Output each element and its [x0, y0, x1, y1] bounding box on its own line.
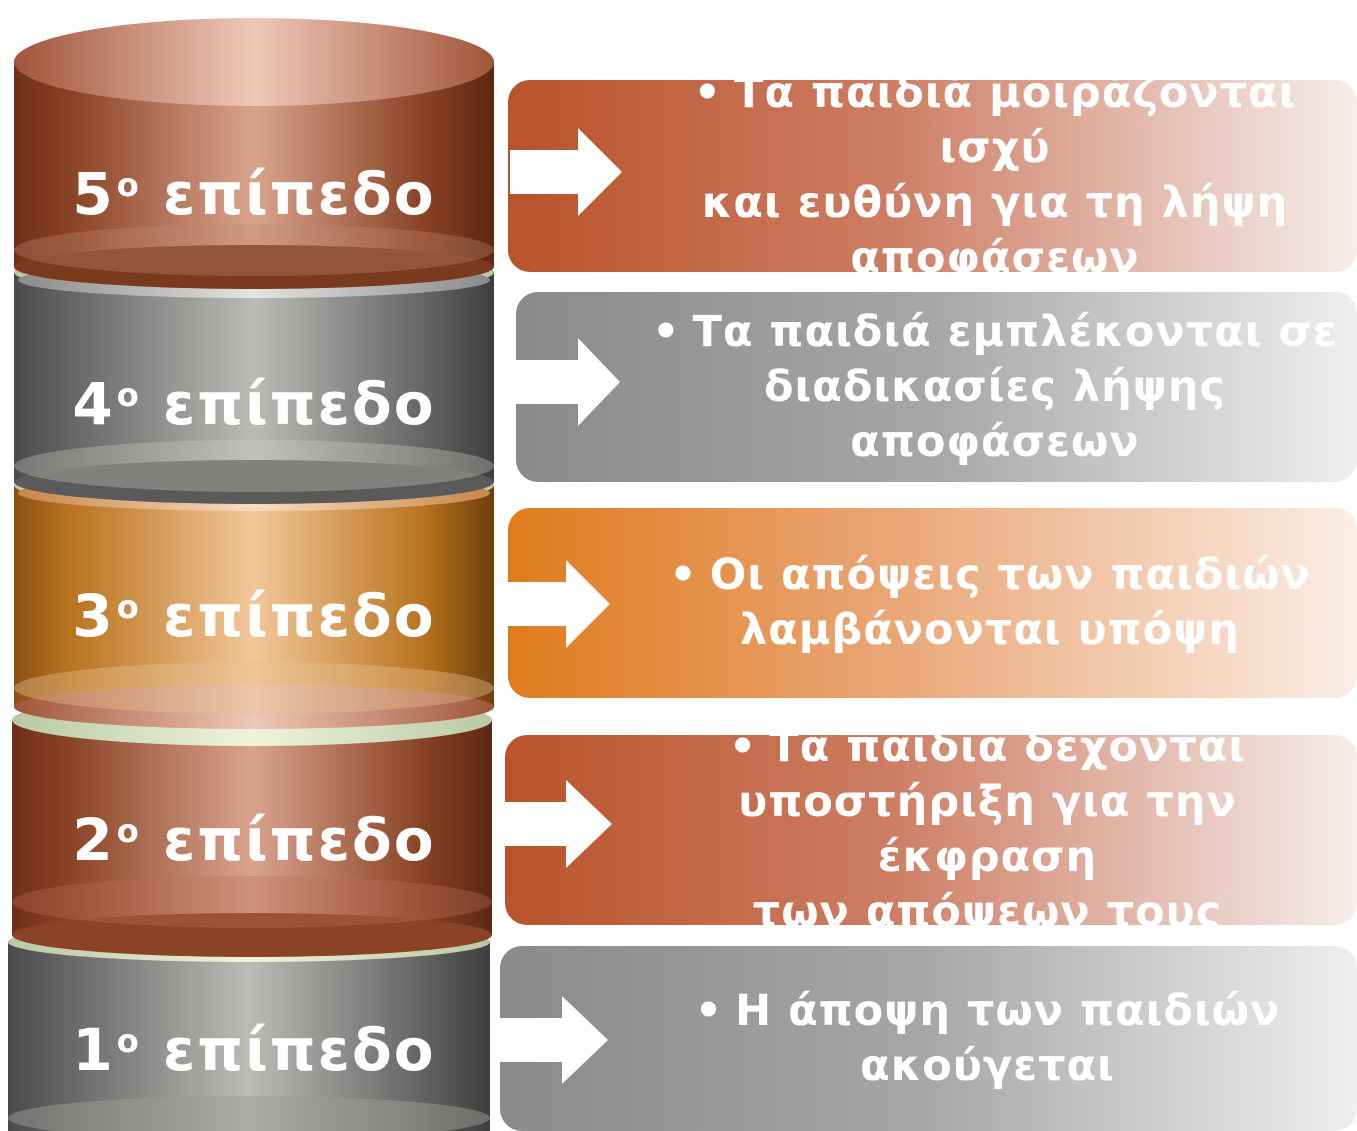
level-4-number: 4: [72, 370, 115, 438]
level-5-description: •Τα παιδιά μοιράζονται ισχύ και ευθύνη γ…: [640, 68, 1350, 283]
level-4-line-3: αποφάσεων: [850, 416, 1140, 467]
level-1-word: επίπεδο: [162, 1016, 436, 1084]
level-4-line-2: διαδικασίες λήψης: [764, 361, 1226, 412]
arrow-right-icon: [516, 338, 620, 426]
level-2-line-3: των απόψεων τους: [752, 887, 1223, 937]
arrow-right-icon: [510, 128, 622, 216]
level-2-line-1: Τα παιδιά δέχονται: [769, 722, 1247, 772]
level-4-description: •Τα παιδιά εμπλέκονται σε διαδικασίες λή…: [640, 292, 1350, 482]
level-1-description: •Η άποψη των παιδιών ακούγεται: [625, 946, 1350, 1131]
bullet-icon: •: [669, 550, 698, 600]
level-2-word: επίπεδο: [162, 806, 436, 874]
bullet-icon: •: [652, 306, 681, 357]
level-2-description: •Τα παιδιά δέχονται υποστήριξη για την έ…: [625, 722, 1350, 937]
level-4-word: επίπεδο: [162, 370, 436, 438]
level-5-number: 5: [72, 160, 115, 228]
level-4-suffix: ο: [116, 376, 141, 414]
level-3-description: •Οι απόψεις των παιδιών λαμβάνονται υπόψ…: [630, 508, 1350, 698]
level-4-line-1: Τα παιδιά εμπλέκονται σε: [692, 306, 1338, 357]
level-5-suffix: ο: [116, 166, 141, 204]
arrow-right-icon: [500, 996, 608, 1084]
level-3-box: [508, 508, 1357, 698]
level-2-suffix: ο: [116, 812, 141, 850]
level-5-line-3: αποφάσεων: [850, 233, 1140, 283]
level-3-label: 3ο επίπεδο: [64, 582, 444, 650]
bullet-icon: •: [694, 985, 724, 1036]
level-1-box: [500, 946, 1357, 1131]
level-5-word: επίπεδο: [162, 160, 436, 228]
arrow-right-icon: [508, 560, 610, 648]
level-2-number: 2: [72, 806, 115, 874]
level-5-line-2: και ευθύνη για τη λήψη: [701, 178, 1289, 228]
level-2-line-2: υποστήριξη για την έκφραση: [738, 777, 1237, 882]
level-5-line-1: Τα παιδιά μοιράζονται ισχύ: [734, 68, 1297, 173]
level-1-label: 1ο επίπεδο: [64, 1016, 444, 1084]
level-2-box: [505, 735, 1357, 925]
arrow-right-icon: [505, 780, 612, 868]
level-1-number: 1: [72, 1016, 115, 1084]
level-3-line-1: Οι απόψεις των παιδιών: [709, 550, 1311, 600]
level-3-number: 3: [72, 582, 115, 650]
level-3-line-2: λαμβάνονται υπόψη: [740, 605, 1240, 655]
level-5-box: [508, 80, 1357, 272]
level-3-suffix: ο: [116, 588, 141, 626]
cylinder-level-5: [14, 18, 494, 289]
level-4-box: [516, 292, 1357, 482]
level-1-line-1: Η άποψη των παιδιών: [735, 985, 1281, 1036]
level-3-word: επίπεδο: [162, 582, 436, 650]
level-1-line-2: ακούγεται: [860, 1040, 1115, 1091]
level-2-label: 2ο επίπεδο: [64, 806, 444, 874]
level-5-label: 5ο επίπεδο: [64, 160, 444, 228]
level-1-suffix: ο: [116, 1022, 141, 1060]
level-4-label: 4ο επίπεδο: [64, 370, 444, 438]
bullet-icon: •: [728, 722, 758, 772]
bullet-icon: •: [693, 68, 723, 118]
